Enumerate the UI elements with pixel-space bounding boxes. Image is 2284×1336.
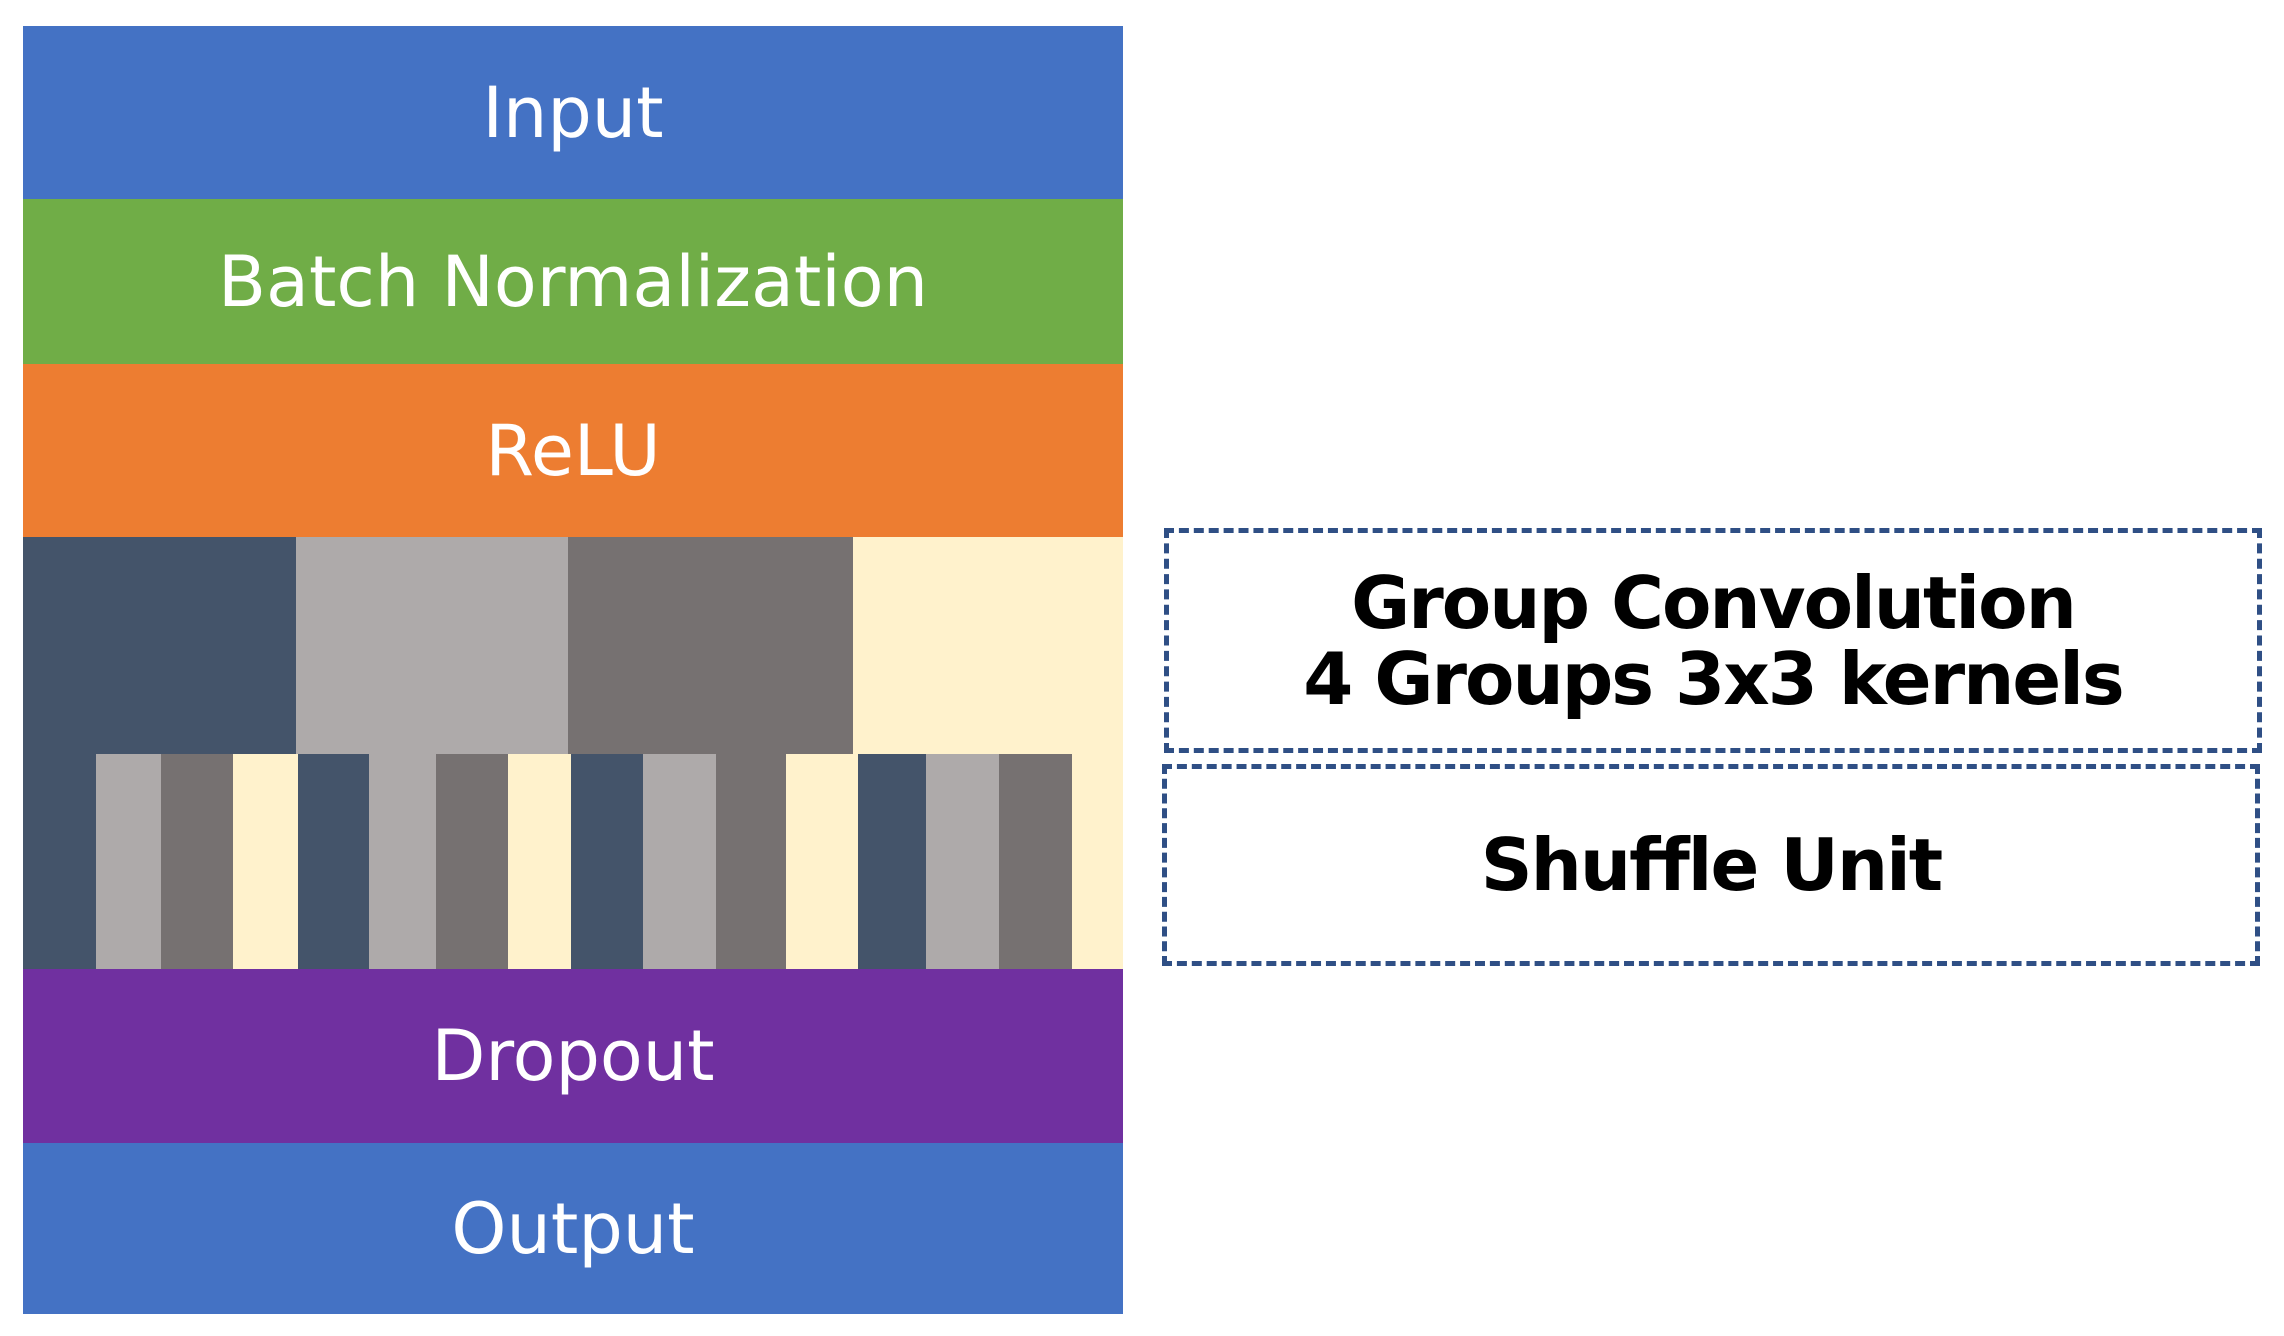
shuffle-stripe-10 xyxy=(716,754,786,969)
relu-layer: ReLU xyxy=(23,364,1123,537)
group-convolution-block xyxy=(23,537,1123,969)
shuffle-edge-left xyxy=(23,754,96,969)
dropout-label: Dropout xyxy=(431,1015,715,1097)
group-convolution-detail: 4 Groups 3x3 kernels xyxy=(1303,636,2125,721)
group-conv-band-1 xyxy=(23,537,296,754)
shuffle-edge-right xyxy=(1072,754,1123,969)
shuffle-stripe-3 xyxy=(233,754,298,969)
shuffle-unit-label: Shuffle Unit xyxy=(1480,823,1943,907)
shuffle-stripe-5 xyxy=(369,754,436,969)
shuffle-stripe-14 xyxy=(999,754,1072,969)
group-convolution-annotation: Group Convolution 4 Groups 3x3 kernels xyxy=(1164,528,2262,753)
shuffle-unit-annotation: Shuffle Unit xyxy=(1162,764,2260,966)
input-layer-label: Input xyxy=(482,71,664,154)
shuffle-stripe-12 xyxy=(858,754,926,969)
output-layer-label: Output xyxy=(451,1187,695,1270)
output-layer: Output xyxy=(23,1143,1123,1314)
group-conv-band-4 xyxy=(853,537,1123,754)
shuffle-stripe-8 xyxy=(571,754,643,969)
group-convolution-title: Group Convolution xyxy=(1351,560,2077,645)
input-layer: Input xyxy=(23,26,1123,199)
group-conv-band-3 xyxy=(568,537,853,754)
batch-normalization-label: Batch Normalization xyxy=(218,240,928,323)
batch-normalization-layer: Batch Normalization xyxy=(23,199,1123,364)
group-conv-band-2 xyxy=(296,537,568,754)
shuffle-stripe-7 xyxy=(508,754,571,969)
shuffle-stripe-6 xyxy=(436,754,508,969)
shuffle-stripe-11 xyxy=(786,754,858,969)
shuffle-stripe-1 xyxy=(96,754,161,969)
dropout-layer: Dropout xyxy=(23,969,1123,1143)
shuffle-stripe-9 xyxy=(643,754,716,969)
shuffle-stripe-13 xyxy=(926,754,999,969)
relu-label: ReLU xyxy=(485,409,661,492)
shuffle-stripe-4 xyxy=(298,754,369,969)
shuffle-stripe-2 xyxy=(161,754,233,969)
